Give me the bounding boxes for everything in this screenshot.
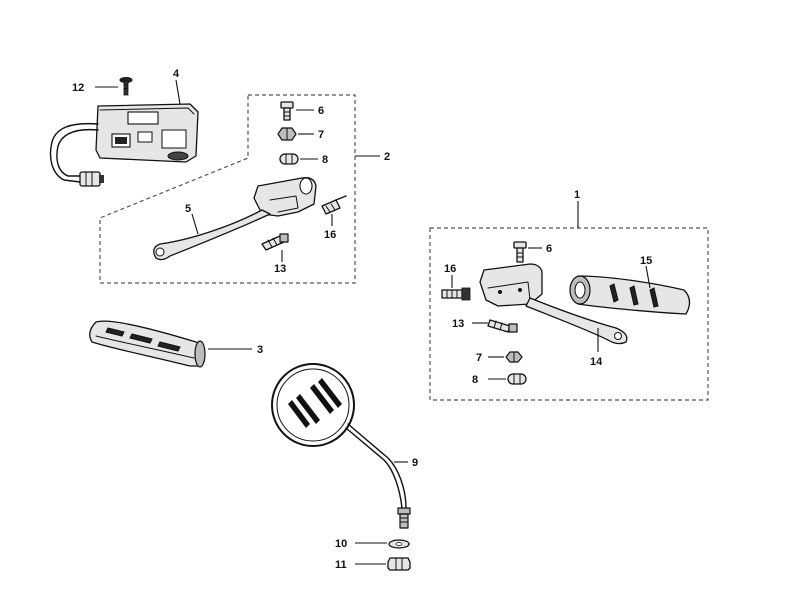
cap-nut-8-left (279, 153, 299, 165)
label-13-left: 13 (274, 263, 286, 275)
rear-view-mirror-9 (271, 363, 411, 529)
throttle-grip-15 (569, 275, 691, 315)
cap-nut-8-right (507, 373, 527, 385)
label-5: 5 (185, 203, 191, 215)
label-10: 10 (335, 538, 347, 550)
label-15: 15 (640, 255, 652, 267)
adjuster-screw-13-left (261, 233, 289, 251)
pivot-bolt-6-left (280, 101, 294, 121)
switch-pin-16-left (321, 195, 347, 215)
label-3: 3 (257, 344, 263, 356)
label-13-right: 13 (452, 318, 464, 330)
pivot-bolt-6-right (513, 241, 527, 263)
group-frame-1 (429, 227, 709, 401)
washer-10 (388, 539, 410, 549)
brake-lever-5 (153, 177, 317, 261)
label-16-right: 16 (444, 263, 456, 275)
leader-5 (191, 213, 199, 235)
label-9: 9 (412, 457, 418, 469)
handle-grip-3 (89, 320, 206, 368)
hex-nut-7-right (505, 351, 523, 363)
group-frame-2 (99, 94, 356, 284)
label-7-right: 7 (476, 352, 482, 364)
label-1: 1 (574, 189, 580, 201)
label-14: 14 (590, 356, 603, 368)
label-16-left: 16 (324, 229, 336, 241)
nut-11 (387, 557, 411, 571)
label-12: 12 (72, 82, 84, 94)
adjuster-screw-13-right (487, 319, 518, 333)
label-8-left: 8 (322, 154, 328, 166)
label-2: 2 (384, 151, 390, 163)
label-8-right: 8 (472, 374, 478, 386)
brake-lever-14 (479, 263, 628, 345)
leader-4 (175, 79, 181, 105)
label-7-left: 7 (318, 129, 324, 141)
switch-housing-4 (49, 103, 199, 187)
switch-pin-16-right (441, 287, 471, 301)
leader-15 (645, 265, 651, 289)
label-11: 11 (335, 559, 347, 571)
screw-12 (119, 77, 133, 96)
label-4: 4 (173, 68, 180, 80)
hex-nut-7-left (277, 127, 297, 141)
label-6-left: 6 (318, 105, 324, 117)
label-6-right: 6 (546, 243, 552, 255)
